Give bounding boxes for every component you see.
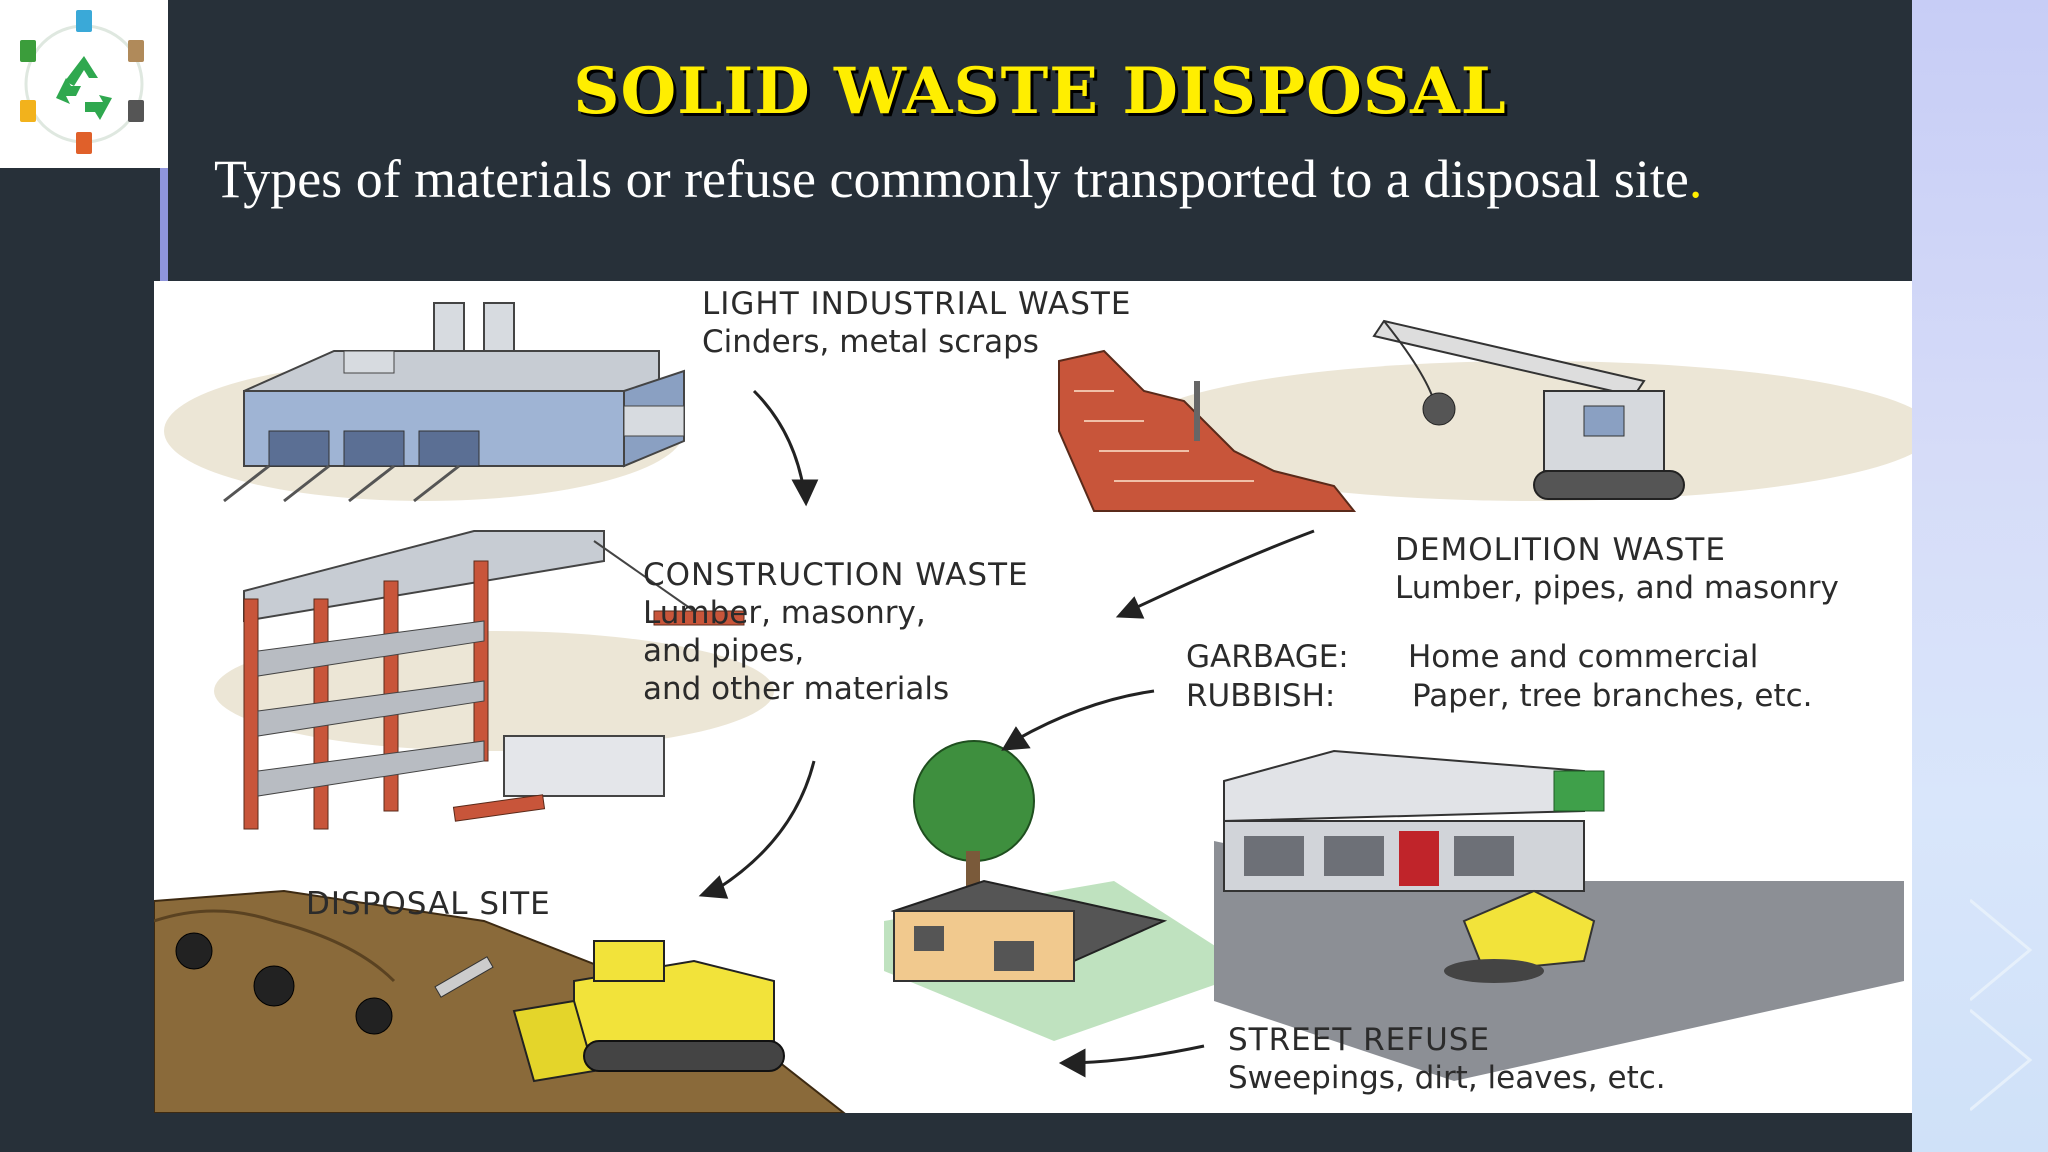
garbage-label: GARBAGE:	[1186, 638, 1349, 676]
recycle-icon	[20, 10, 144, 154]
light-industrial-label: LIGHT INDUSTRIAL WASTE Cinders, metal sc…	[702, 285, 1131, 361]
diagram-illustration	[154, 302, 1912, 1113]
flow-arrows	[698, 389, 1315, 1078]
recycling-logo	[0, 0, 168, 168]
demolition-heading: DEMOLITION WASTE	[1395, 532, 1726, 568]
rubbish-label: RUBBISH:	[1186, 677, 1335, 715]
street-refuse-heading: STREET REFUSE	[1228, 1022, 1491, 1058]
construction-line-3: and other materials	[643, 671, 950, 707]
subtitle-period: .	[1688, 149, 1703, 209]
demolition-detail: Lumber, pipes, and masonry	[1395, 570, 1839, 606]
landfill-illustration	[154, 889, 846, 1113]
construction-line-1: Lumber, masonry,	[643, 595, 926, 631]
subtitle-text: Types of materials or refuse commonly tr…	[214, 149, 1689, 209]
disposal-site-heading: DISPOSAL SITE	[306, 886, 551, 922]
bottom-bar	[154, 1113, 1912, 1152]
garbage-detail: Home and commercial	[1408, 639, 1759, 675]
rubbish-detail: Paper, tree branches, etc.	[1412, 678, 1813, 714]
neighborhood-illustration	[884, 740, 1904, 1081]
construction-illustration	[243, 530, 745, 830]
construction-label: CONSTRUCTION WASTE Lumber, masonry, and …	[643, 556, 1029, 708]
demolition-illustration	[1058, 319, 1685, 512]
garbage-heading: GARBAGE:	[1186, 639, 1349, 675]
bulldozer-icon	[512, 940, 785, 1083]
rubbish-heading: RUBBISH:	[1186, 678, 1336, 714]
construction-heading: CONSTRUCTION WASTE	[643, 557, 1029, 593]
slide-title: SOLID WASTE DISPOSAL	[573, 54, 1507, 129]
bin-icon	[20, 10, 144, 154]
light-industrial-heading: LIGHT INDUSTRIAL WASTE	[702, 286, 1132, 322]
street-refuse-label: STREET REFUSE Sweepings, dirt, leaves, e…	[1228, 1021, 1666, 1097]
slide-subtitle: Types of materials or refuse commonly tr…	[214, 148, 1894, 210]
demolition-label: DEMOLITION WASTE Lumber, pipes, and maso…	[1395, 531, 1839, 607]
street-refuse-detail: Sweepings, dirt, leaves, etc.	[1228, 1060, 1666, 1096]
light-industrial-detail: Cinders, metal scraps	[702, 324, 1039, 360]
right-gradient-panel	[1912, 0, 2048, 1152]
factory-illustration	[223, 302, 685, 503]
waste-diagram: LIGHT INDUSTRIAL WASTE Cinders, metal sc…	[154, 281, 1912, 1113]
disposal-site-label: DISPOSAL SITE	[306, 885, 551, 923]
construction-line-2: and pipes,	[643, 633, 805, 669]
chevron-decoration-icon	[1970, 898, 2033, 1112]
